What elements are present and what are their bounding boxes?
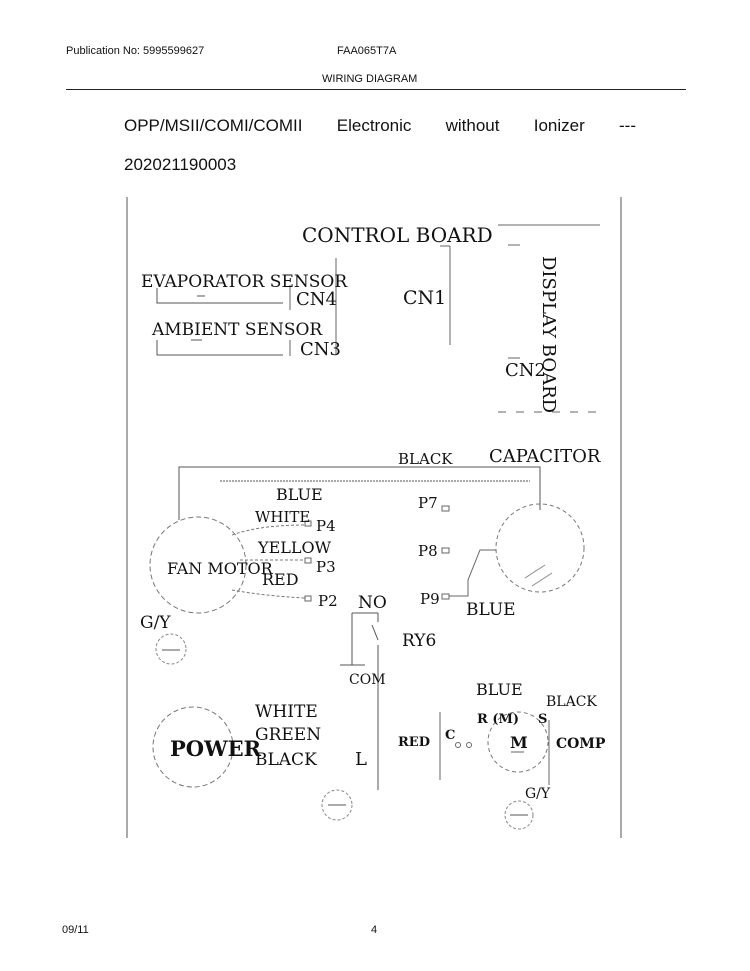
terminal-p4	[304, 520, 312, 527]
blue-wire-label: BLUE	[276, 485, 323, 504]
p3-label: P3	[316, 558, 336, 576]
white-power-label: WHITE	[255, 702, 318, 722]
l-label: L	[355, 749, 367, 770]
white-lead-label: WHITE	[255, 508, 310, 526]
capacitor-mark-1	[524, 564, 546, 579]
gy-comp-label: G/Y	[525, 786, 551, 802]
title-word-2: Electronic	[336, 116, 412, 135]
terminal-p2	[304, 595, 312, 602]
relay-switch	[371, 624, 379, 641]
diagram-title: OPP/MSII/COMI/COMII Electronic without I…	[124, 116, 636, 136]
relay-ry6-label: RY6	[402, 631, 436, 651]
capacitor-mark-2	[531, 572, 553, 587]
diagram-number: 202021190003	[124, 155, 237, 174]
p9-capacitor-wire	[449, 549, 496, 597]
ground-left-circle	[155, 633, 187, 665]
control-board-label: CONTROL BOARD	[302, 223, 493, 247]
white-lead	[231, 524, 306, 536]
terminal-p3	[304, 557, 312, 564]
c-terminal-label: C	[445, 728, 455, 743]
compressor-terminal-r	[466, 742, 472, 748]
evaporator-sensor-label: EVAPORATOR SENSOR	[141, 272, 348, 292]
terminal-p9	[441, 593, 450, 600]
cn2-label: CN2	[505, 360, 546, 381]
gy-left-label: G/Y	[140, 613, 171, 633]
publication-number: Publication No: 5995599627	[66, 45, 205, 57]
compressor-terminal-c	[455, 742, 461, 748]
ambient-sensor-label: AMBIENT SENSOR	[151, 320, 323, 340]
comp-label: COMP	[556, 736, 606, 752]
capacitor-label: CAPACITOR	[489, 446, 601, 467]
red-lead	[231, 589, 306, 599]
p2-label: P2	[318, 592, 338, 610]
evaporator-sensor-lead	[156, 288, 283, 304]
ambient-sensor-lead	[156, 340, 283, 356]
blue-p9-label: BLUE	[466, 600, 516, 620]
p8-label: P8	[418, 542, 438, 560]
compressor-circle	[487, 711, 549, 773]
relay-com-label: COM	[349, 672, 386, 688]
title-word-3: without	[445, 116, 500, 135]
footer-page-number: 4	[371, 924, 378, 936]
s-terminal-label: S	[538, 712, 547, 727]
p7-label: P7	[418, 494, 438, 512]
cn3-label: CN3	[300, 339, 341, 360]
black-wire	[178, 466, 541, 520]
r-m-terminal-label: R (M)	[477, 712, 519, 727]
cn1-label: CN1	[403, 287, 446, 309]
p4-label: P4	[316, 517, 336, 535]
cn4-label: CN4	[296, 289, 337, 310]
capacitor-circle	[495, 503, 585, 593]
black-power-label: BLACK	[255, 750, 317, 770]
power-label: POWER	[170, 736, 262, 761]
header-rule	[66, 89, 686, 90]
model-number: FAA065T7A	[337, 45, 397, 57]
ground-bottom-circle	[321, 789, 353, 821]
red-comp-label: RED	[398, 735, 430, 750]
title-word-1: OPP/MSII/COMI/COMII	[124, 116, 303, 135]
p9-label: P9	[420, 590, 440, 608]
fan-motor-label: FAN MOTOR	[167, 559, 274, 578]
section-title: WIRING DIAGRAM	[322, 73, 418, 85]
terminal-p8	[441, 547, 450, 554]
yellow-lead-label: YELLOW	[257, 538, 332, 557]
power-circle	[152, 706, 234, 788]
title-word-4: Ionizer	[533, 116, 585, 135]
terminal-p7	[441, 505, 450, 512]
blue-comp-label: BLUE	[476, 680, 523, 699]
red-lead-label: RED	[262, 570, 299, 589]
ground-comp-circle	[504, 800, 534, 830]
green-power-label: GREEN	[255, 725, 321, 745]
display-board-label: DISPLAY BOARD	[538, 256, 559, 413]
fan-motor-circle	[149, 516, 247, 614]
footer-date: 09/11	[62, 924, 89, 936]
black-comp-label: BLACK	[546, 694, 597, 710]
relay-no-label: NO	[358, 593, 387, 613]
black-wire-label: BLACK	[398, 450, 453, 468]
title-word-5: ---	[619, 116, 636, 135]
motor-symbol-label: M	[510, 733, 528, 752]
